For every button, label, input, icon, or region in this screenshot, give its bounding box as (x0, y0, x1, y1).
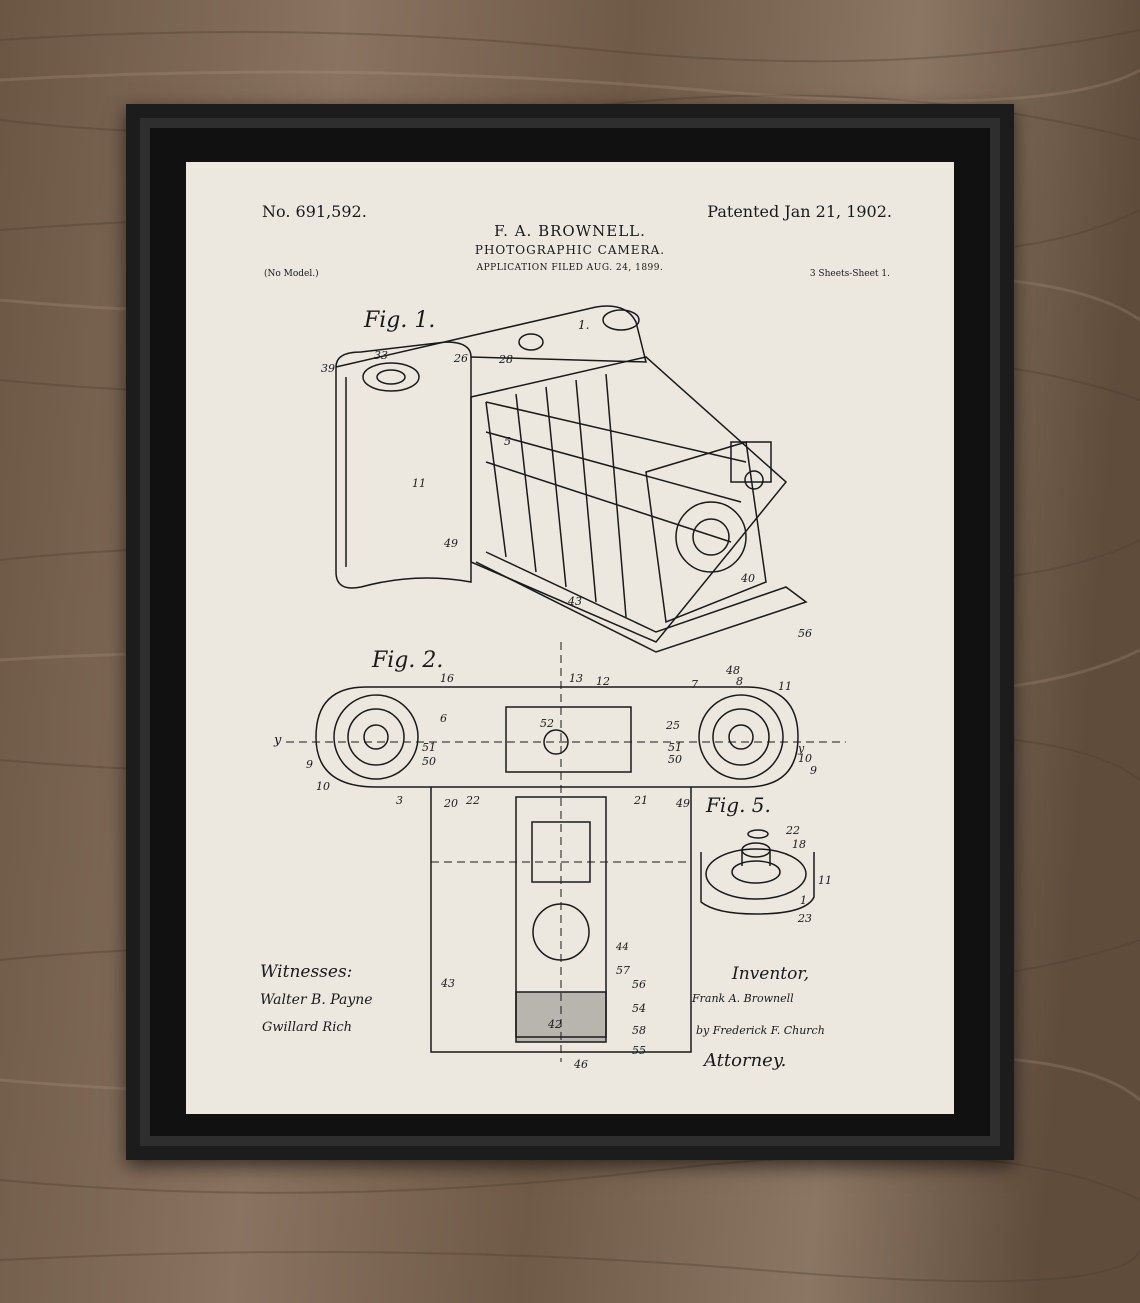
ref-51: 51 (422, 741, 436, 754)
ref-21: 21 (633, 794, 648, 807)
fig5-label: Fig. 5. (705, 793, 771, 817)
ref-18: 18 (792, 838, 806, 851)
ref-16: 16 (440, 672, 454, 685)
shutter-block (505, 706, 632, 773)
ref-54: 54 (632, 1002, 646, 1015)
figure-1-labels: Fig. 1. 1. 39 33 26 28 11 5 49 43 40 56 (321, 308, 812, 640)
ref-6: 6 (440, 712, 447, 725)
figure-1-camera (335, 305, 808, 653)
ref-49: 49 (443, 537, 458, 550)
ref-26: 26 (453, 352, 468, 365)
winding-knob (362, 362, 420, 392)
ref-42: 42 (547, 1018, 562, 1031)
figure-5-detail (700, 829, 815, 915)
witnesses-heading: Witnesses: (260, 962, 353, 982)
witness-signature-2: Gwillard Rich (262, 1020, 353, 1035)
ref-55: 55 (632, 1044, 646, 1057)
ref-44: 44 (615, 942, 629, 953)
witness-signature-1: Walter B. Payne (260, 992, 373, 1008)
ref-33: 33 (374, 349, 388, 362)
patent-number: No. 691,592. (262, 202, 367, 221)
lens-board (645, 441, 767, 624)
ref-40: 40 (740, 572, 755, 585)
ref-10b: 10 (316, 780, 330, 793)
ref-43: 43 (567, 595, 582, 608)
ref-11b: 11 (778, 680, 792, 693)
ref-9: 9 (810, 764, 817, 777)
bellows (470, 356, 788, 643)
ref-57: 57 (616, 964, 630, 977)
ref-43b: 43 (440, 977, 455, 990)
ref-56: 56 (798, 627, 812, 640)
patent-print: No. 691,592. Patented Jan 21, 1902. F. A… (186, 162, 954, 1114)
knob-base (700, 852, 815, 915)
fig1-label: Fig. 1. (363, 308, 435, 333)
film-spool-right (698, 694, 784, 780)
ref-7: 7 (691, 678, 698, 691)
viewfinder (730, 441, 772, 483)
patent-date: Patented Jan 21, 1902. (707, 202, 892, 221)
ref-5: 5 (504, 435, 511, 448)
ref-52: 52 (540, 717, 554, 730)
figure-2-labels: Fig. 2. 16 13 12 48 7 8 11 y y 6 52 25 5… (273, 648, 817, 1071)
ref-50b: 50 (668, 753, 682, 766)
ref-8: 8 (736, 675, 743, 688)
ref-56b: 56 (632, 978, 646, 991)
ref-58: 58 (632, 1024, 646, 1037)
sheet-count: 3 Sheets-Sheet 1. (809, 269, 890, 279)
inventor-heading: Inventor, (732, 964, 810, 984)
patent-drawing: Fig. 1. 1. 39 33 26 28 11 5 49 43 40 56 (273, 305, 846, 1071)
attorney-heading: Attorney. (704, 1050, 787, 1071)
ref-1: 1. (578, 318, 589, 332)
figure-2-plan (286, 642, 846, 1062)
ref-3: 3 (396, 794, 403, 807)
inventor-name: F. A. BROWNELL. (494, 222, 646, 240)
viewfinder-top (602, 309, 640, 331)
camera-body (335, 341, 472, 589)
ref-11: 11 (412, 477, 426, 490)
figure-5-labels: Fig. 5. 22 18 11 1 23 (705, 793, 832, 925)
ref-1b: 1 (800, 894, 807, 907)
ref-23: 23 (797, 912, 812, 925)
no-model-note: (No Model.) (264, 269, 319, 279)
ref-48: 48 (725, 664, 740, 677)
ref-20: 20 (443, 797, 458, 810)
plan-body (315, 686, 799, 788)
fig2-label: Fig. 2. (371, 648, 443, 673)
patent-title: PHOTOGRAPHIC CAMERA. (474, 243, 666, 257)
attorney-signature: by Frederick F. Church (696, 1024, 825, 1037)
ref-22b: 22 (785, 824, 800, 837)
inventor-signature: Frank A. Brownell (692, 992, 794, 1005)
ref-9b: 9 (306, 758, 313, 771)
ref-11c: 11 (818, 874, 832, 887)
ref-22: 22 (465, 794, 480, 807)
ref-50: 50 (422, 755, 436, 768)
ref-28: 28 (498, 353, 513, 366)
ref-12: 12 (596, 675, 610, 688)
ref-51b: 51 (668, 741, 682, 754)
film-spool-left (333, 694, 419, 780)
ref-y-right: y (797, 742, 805, 755)
ref-46: 46 (573, 1058, 588, 1071)
ref-10: 10 (798, 752, 812, 765)
lens (675, 501, 747, 573)
ref-y-left: y (273, 733, 282, 748)
filing-date: APPLICATION FILED AUG. 24, 1899. (476, 263, 664, 273)
ref-13: 13 (569, 672, 583, 685)
ref-25: 25 (665, 719, 680, 732)
ref-39: 39 (321, 362, 335, 375)
camera-bed (475, 551, 808, 653)
ref-49b: 49 (675, 797, 690, 810)
